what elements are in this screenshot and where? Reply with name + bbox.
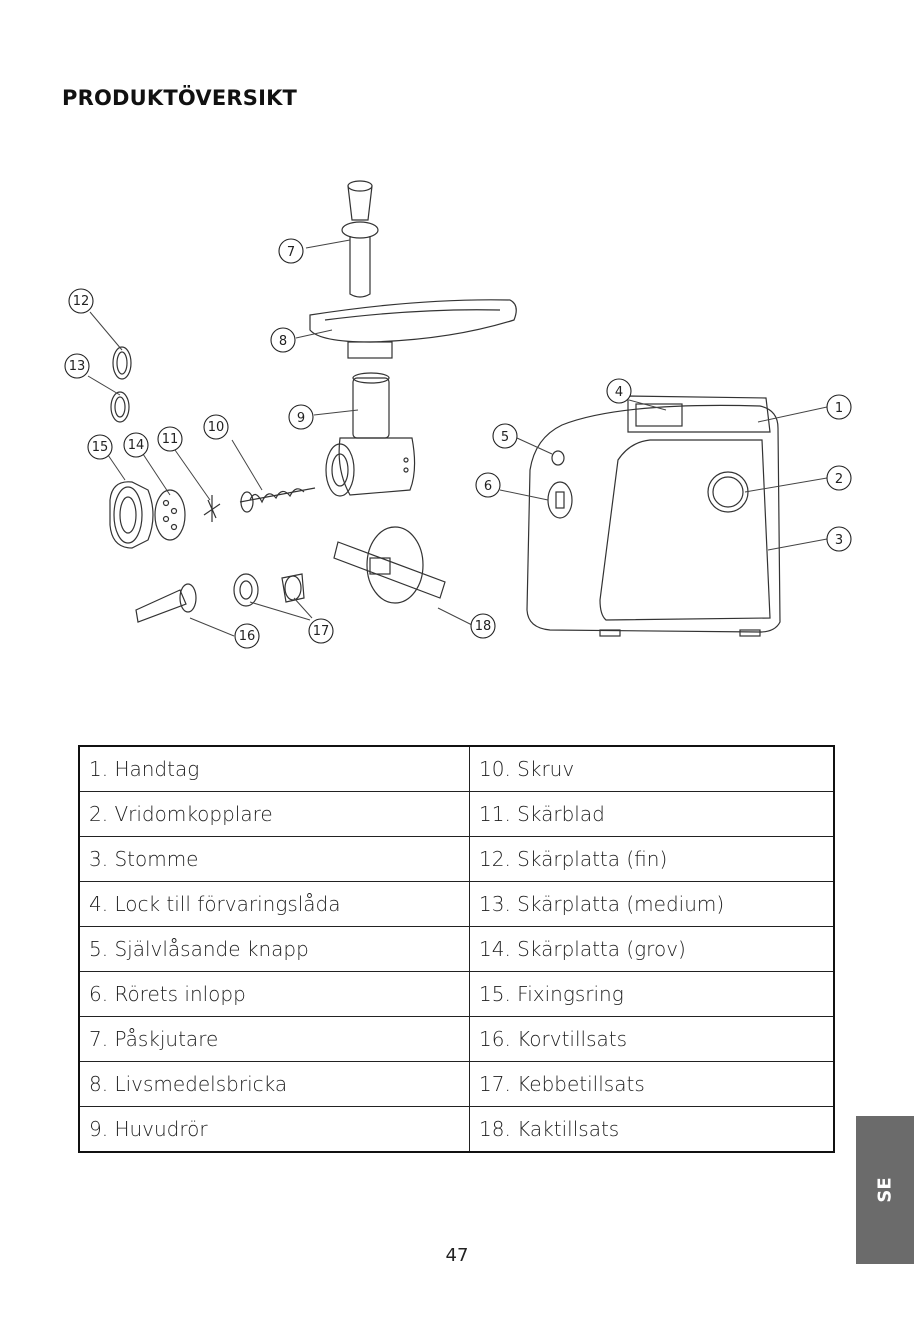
- callout-18: 18: [470, 613, 496, 639]
- part-label: 10. Skruv: [469, 745, 835, 792]
- svg-text:13: 13: [69, 359, 86, 374]
- page-title: PRODUKTÖVERSIKT: [62, 86, 298, 110]
- svg-text:10: 10: [208, 420, 225, 435]
- svg-text:7: 7: [287, 245, 295, 260]
- product-exploded-diagram: 1 2 3 4 5 6 7 8 9 10 11 12 13 14 15 16 1…: [40, 170, 900, 660]
- callout-1: 1: [826, 394, 852, 420]
- leader-lines: [87, 239, 828, 637]
- callout-15: 15: [87, 434, 113, 460]
- callouts: 1 2 3 4 5 6 7 8 9 10 11 12 13 14 15 16 1…: [64, 238, 852, 649]
- callout-5: 5: [492, 423, 518, 449]
- part-label: 4. Lock till förvaringslåda: [78, 881, 470, 927]
- sausage-attachment-drawing: [135, 583, 197, 623]
- part-label: 3. Stomme: [78, 836, 470, 882]
- svg-text:6: 6: [484, 479, 492, 494]
- part-label: 15. Fixingsring: [469, 971, 835, 1017]
- fixing-ring-drawing: [109, 481, 154, 549]
- svg-text:17: 17: [313, 624, 330, 639]
- language-tab-label: SE: [874, 1177, 896, 1203]
- svg-text:4: 4: [615, 385, 623, 400]
- svg-text:11: 11: [162, 432, 179, 447]
- callout-11: 11: [157, 426, 183, 452]
- svg-text:9: 9: [297, 411, 305, 426]
- part-label: 17. Kebbetillsats: [469, 1061, 835, 1107]
- part-label: 8. Livsmedelsbricka: [78, 1061, 470, 1107]
- part-label: 7. Påskjutare: [78, 1016, 470, 1062]
- callout-4: 4: [606, 378, 632, 404]
- cake-attachment-drawing: [333, 526, 446, 604]
- svg-text:14: 14: [128, 438, 145, 453]
- callout-13: 13: [64, 353, 90, 379]
- callout-14: 14: [123, 432, 149, 458]
- part-label: 18. Kaktillsats: [469, 1106, 835, 1153]
- svg-text:12: 12: [73, 294, 90, 309]
- blade-drawing: [203, 495, 221, 522]
- coarse-plate-drawing: [154, 489, 186, 541]
- svg-text:3: 3: [835, 533, 843, 548]
- callout-8: 8: [270, 327, 296, 353]
- callout-9: 9: [288, 404, 314, 430]
- part-label: 9. Huvudrör: [78, 1106, 470, 1153]
- part-label: 11. Skärblad: [469, 791, 835, 837]
- cutting-plates-small-drawing: [110, 346, 132, 423]
- svg-text:5: 5: [501, 430, 509, 445]
- callout-3: 3: [826, 526, 852, 552]
- kebbe-attachment-drawing: [233, 573, 305, 607]
- callout-6: 6: [475, 472, 501, 498]
- part-label: 12. Skärplatta (fin): [469, 836, 835, 882]
- callout-2: 2: [826, 465, 852, 491]
- part-label: 2. Vridomkopplare: [78, 791, 470, 837]
- pusher-drawing: [341, 180, 379, 298]
- svg-text:8: 8: [279, 334, 287, 349]
- svg-text:15: 15: [92, 440, 109, 455]
- callout-12: 12: [68, 288, 94, 314]
- part-label: 1. Handtag: [78, 745, 470, 792]
- main-tube-drawing: [325, 372, 416, 497]
- svg-text:16: 16: [239, 629, 256, 644]
- page-number: 47: [445, 1245, 469, 1266]
- callout-7: 7: [278, 238, 304, 264]
- tray-drawing: [309, 299, 517, 359]
- part-label: 5. Självlåsande knapp: [78, 926, 470, 972]
- part-label: 14. Skärplatta (grov): [469, 926, 835, 972]
- callout-16: 16: [234, 623, 260, 649]
- svg-text:2: 2: [835, 472, 843, 487]
- callout-17: 17: [308, 618, 334, 644]
- svg-text:1: 1: [835, 401, 843, 416]
- part-label: 13. Skärplatta (medium): [469, 881, 835, 927]
- screw-drawing: [239, 487, 316, 513]
- language-tab: SE: [856, 1116, 914, 1264]
- callout-10: 10: [203, 414, 229, 440]
- part-label: 16. Korvtillsats: [469, 1016, 835, 1062]
- motor-body-drawing: [526, 395, 781, 637]
- part-label: 6. Rörets inlopp: [78, 971, 470, 1017]
- svg-text:18: 18: [475, 619, 492, 634]
- diagram-svg: 1 2 3 4 5 6 7 8 9 10 11 12 13 14 15 16 1…: [64, 180, 852, 649]
